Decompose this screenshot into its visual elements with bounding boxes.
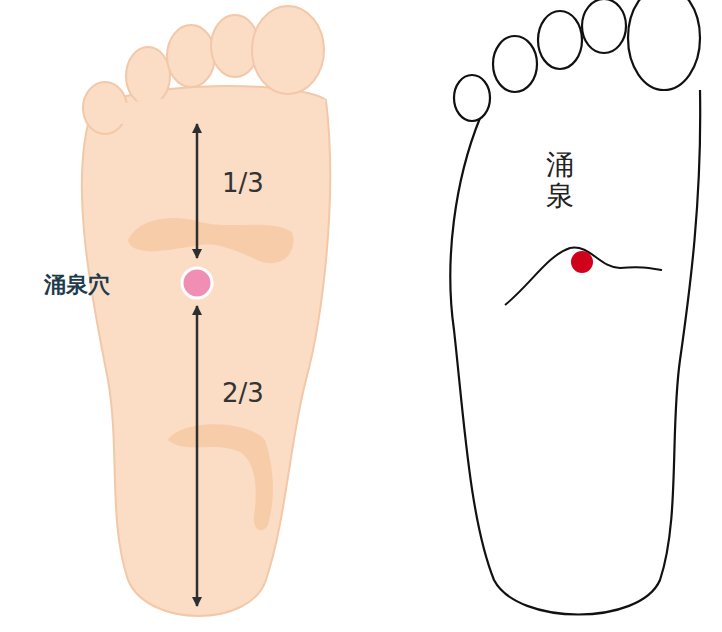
colored-foot <box>82 6 330 616</box>
acupoint-label: 涌泉穴 <box>44 270 110 300</box>
fraction-label: 2/3 <box>222 378 264 408</box>
outline-foot <box>450 0 700 615</box>
acupoint-dot <box>571 251 593 273</box>
acupoint-label: 涌泉 <box>546 150 574 212</box>
acupoint-dot <box>182 268 212 298</box>
fraction-label: 1/3 <box>222 168 264 198</box>
